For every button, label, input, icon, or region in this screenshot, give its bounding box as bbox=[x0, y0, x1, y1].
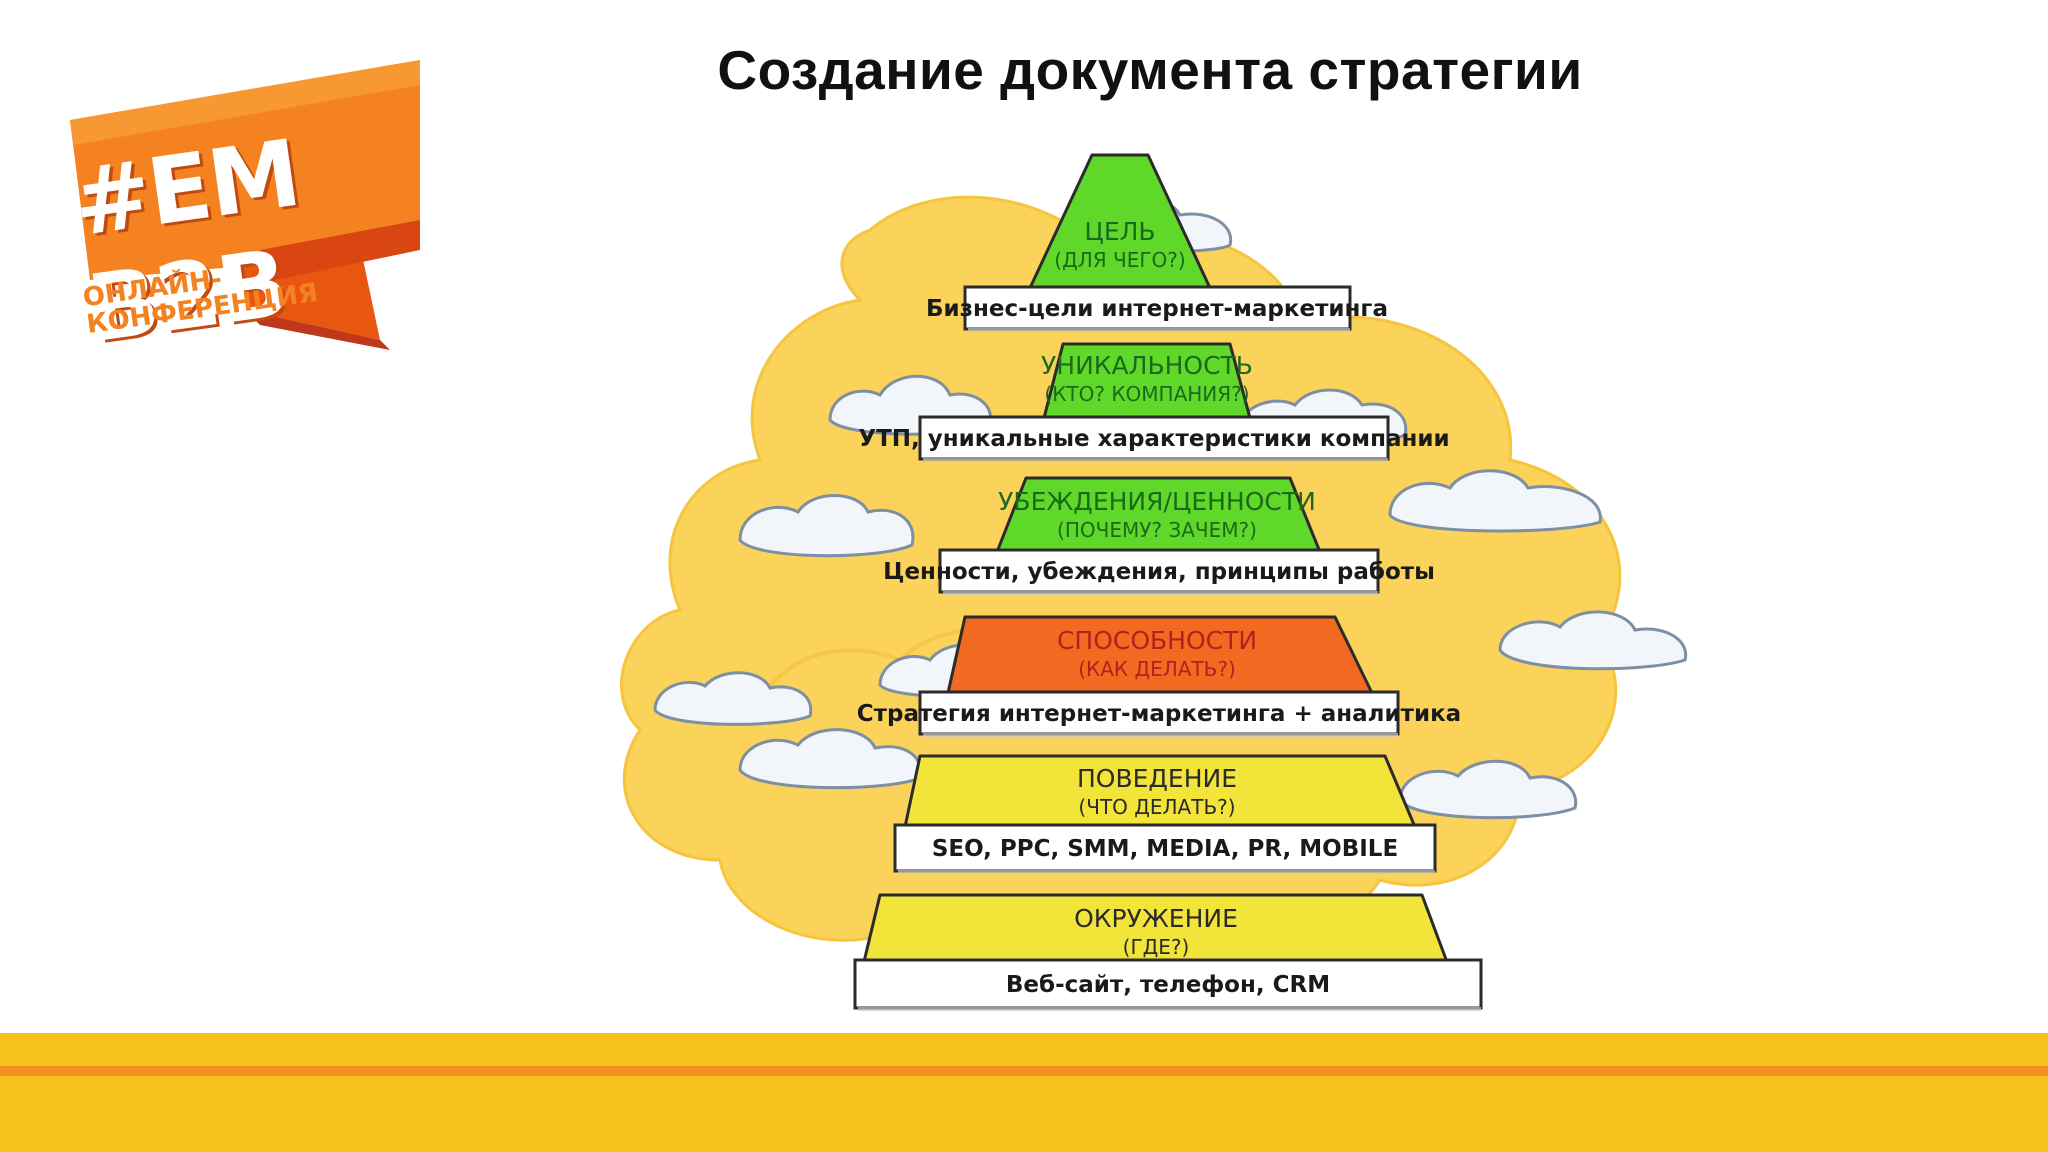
tier-name: УНИКАЛЬНОСТЬ bbox=[1041, 351, 1253, 380]
cloud-4 bbox=[738, 494, 915, 558]
plank-text-goal: Бизнес-цели интернет-маркетинга bbox=[926, 296, 1388, 322]
tier-question: (ЧТО ДЕЛАТЬ?) bbox=[1078, 795, 1236, 819]
plank-text-capabilities: Стратегия интернет-маркетинга + аналитик… bbox=[856, 701, 1462, 727]
tier-name: ЦЕЛЬ bbox=[1084, 217, 1156, 246]
tier-title-uniqueness: УНИКАЛЬНОСТЬ (КТО? КОМПАНИЯ?) bbox=[1041, 352, 1253, 408]
footer-band-yellow-bottom bbox=[0, 1076, 2048, 1152]
plank-text-environment: Веб-сайт, телефон, CRM bbox=[1005, 972, 1331, 998]
tier-name: ОКРУЖЕНИЕ bbox=[1074, 904, 1238, 933]
cloud-9 bbox=[738, 728, 923, 790]
tier-question: (КАК ДЕЛАТЬ?) bbox=[1078, 657, 1236, 681]
plank-text-beliefs: Ценности, убеждения, принципы работы bbox=[883, 559, 1435, 585]
tier-title-beliefs: УБЕЖДЕНИЯ/ЦЕННОСТИ (ПОЧЕМУ? ЗАЧЕМ?) bbox=[998, 488, 1316, 544]
tier-question: (ГДЕ?) bbox=[1122, 935, 1190, 959]
tier-title-behavior: ПОВЕДЕНИЕ (ЧТО ДЕЛАТЬ?) bbox=[1077, 765, 1237, 821]
cloud-8 bbox=[653, 671, 813, 726]
plank-text-behavior: SEO, PPC, SMM, MEDIA, PR, MOBILE bbox=[931, 836, 1399, 862]
cloud-6 bbox=[1498, 610, 1688, 671]
tier-title-environment: ОКРУЖЕНИЕ (ГДЕ?) bbox=[1074, 905, 1238, 961]
tier-name: УБЕЖДЕНИЯ/ЦЕННОСТИ bbox=[998, 487, 1316, 516]
tier-question: (ПОЧЕМУ? ЗАЧЕМ?) bbox=[1057, 518, 1257, 542]
slide-title: Создание документа стратегии bbox=[717, 39, 1583, 101]
tier-title-goal: ЦЕЛЬ (ДЛЯ ЧЕГО?) bbox=[1054, 218, 1185, 274]
tier-title-capabilities: СПОСОБНОСТИ (КАК ДЕЛАТЬ?) bbox=[1057, 627, 1257, 683]
tier-question: (КТО? КОМПАНИЯ?) bbox=[1044, 382, 1250, 406]
tier-name: ПОВЕДЕНИЕ bbox=[1076, 764, 1238, 793]
tier-name: СПОСОБНОСТИ bbox=[1056, 626, 1258, 655]
cloud-10 bbox=[1398, 759, 1578, 820]
footer-band-orange bbox=[0, 1066, 2048, 1076]
plank-goal bbox=[963, 285, 1352, 331]
cloud-5 bbox=[1388, 469, 1602, 533]
plank-text-uniqueness: УТП, уникальные характеристики компании bbox=[858, 426, 1450, 452]
footer-band-yellow bbox=[0, 1033, 2048, 1066]
logo-banner-shape bbox=[70, 60, 420, 350]
tier-question: (ДЛЯ ЧЕГО?) bbox=[1054, 248, 1186, 272]
